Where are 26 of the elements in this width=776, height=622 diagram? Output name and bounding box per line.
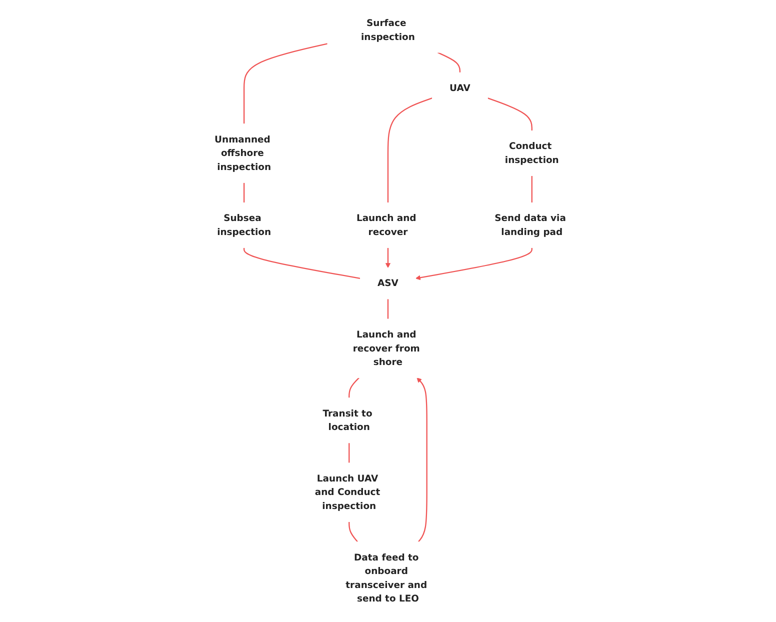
connector: [348, 522, 358, 542]
node-text: Subsea inspection: [217, 212, 272, 238]
node-text: Conduct inspection: [504, 140, 559, 166]
node-text: UAV: [450, 82, 470, 94]
node-text: Surface inspection: [361, 17, 415, 42]
connector: [437, 52, 461, 73]
connector: [531, 176, 532, 203]
arrow: [385, 248, 391, 268]
connector: [387, 298, 389, 320]
node-text: Unmanned offshore inspection: [214, 134, 272, 172]
node-text: Data feed to onboard transceiver and send to LEO: [346, 552, 428, 604]
node-text: Transit to location: [322, 408, 372, 432]
node-text: Launch and recover from shore: [352, 328, 420, 368]
connector: [244, 248, 360, 279]
arrow: [416, 378, 428, 542]
node-text: Launch and recover: [356, 212, 416, 238]
arrow: [415, 248, 532, 280]
connector: [244, 43, 328, 124]
connector: [487, 98, 532, 131]
connector: [348, 377, 360, 398]
connector: [244, 182, 245, 203]
node-text: ASV: [378, 278, 398, 289]
node-text: Send data via landing pad: [494, 212, 566, 238]
connector: [348, 442, 350, 463]
node-text: Launch UAV and Conduct inspection: [314, 472, 380, 512]
connector: [387, 98, 432, 203]
